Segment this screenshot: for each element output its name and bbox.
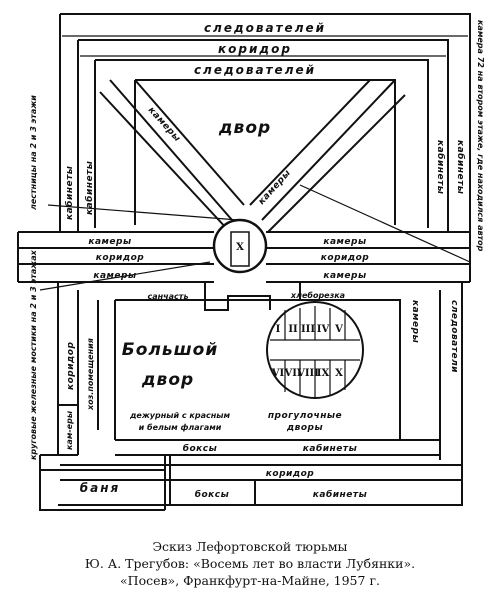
- yard-number: IV: [317, 324, 330, 335]
- label-big-yard-line1: Большой: [122, 340, 218, 360]
- yard-number: II: [288, 324, 298, 335]
- label-center-x: X: [236, 242, 244, 253]
- label-walking-yards-line1: прогулочные: [268, 411, 342, 421]
- leader-stairs: [47, 204, 239, 221]
- label-cells-diagonal-right: камеры: [257, 168, 293, 207]
- outer-wall-top: [59, 13, 471, 232]
- label-top-investigators-1: следователей: [204, 21, 326, 35]
- walking-yard-numbers-bottom: VI VII VIII IX X: [271, 368, 343, 379]
- label-cells-right-top: камеры: [323, 237, 366, 247]
- horizontal-wing-left: [18, 231, 214, 283]
- yard-number: VI: [271, 368, 285, 379]
- label-top-investigators-2: следователей: [194, 63, 316, 77]
- label-boxes-top: боксы: [183, 443, 218, 454]
- label-investigators-right-vertical: следователи: [449, 300, 459, 373]
- label-utility-rooms: хоз.помещения: [86, 338, 95, 411]
- label-cells-small-vertical: кам-еры: [65, 410, 74, 450]
- lower-corridor: [60, 439, 462, 505]
- label-corridor-lower-left: коридор: [66, 342, 76, 390]
- center-core: [230, 231, 250, 267]
- diagonal-wing-right: [249, 79, 406, 233]
- service-rooms: [204, 282, 301, 311]
- yard-number: I: [276, 324, 281, 335]
- label-guard-line2: и белым флагами: [139, 422, 222, 432]
- label-cabinets-left-outer: кабинеты: [64, 166, 75, 220]
- label-cells-diagonal-left: камеры: [146, 105, 182, 144]
- caption-publisher: «Посев», Франкфурт-на-Майне, 1957 г.: [120, 573, 380, 588]
- inner-wall-top-2: [94, 59, 429, 228]
- caption-title: Эскиз Лефортовской тюрьмы: [152, 539, 348, 554]
- label-cabinets-left-inner: кабинеты: [84, 161, 95, 215]
- note-iron-bridges: круговые железные мостики на 2 и 3 этажа…: [29, 249, 38, 460]
- label-yard: двор: [218, 118, 271, 138]
- wing-ends: [17, 232, 471, 282]
- leader-bridges: [39, 261, 211, 291]
- label-cells-right-vertical: камеры: [410, 300, 420, 343]
- label-corridor-right-mid: коридор: [321, 253, 369, 263]
- yard-number: VIII: [296, 368, 319, 379]
- lower-outer-wall: [57, 282, 463, 506]
- horizontal-wing-right: [266, 231, 470, 283]
- yard-number: V: [334, 324, 343, 335]
- label-guard-line1: дежурный с красным: [129, 411, 231, 420]
- label-cells-right-bottom: камеры: [323, 271, 366, 281]
- big-yard-wall: [114, 299, 401, 440]
- label-cabinets-right-outer: кабинеты: [435, 140, 446, 194]
- note-stairs: лестницы на 2 и 3 этажи: [29, 95, 38, 210]
- label-top-corridor: коридор: [218, 42, 292, 56]
- caption-source: Ю. А. Трегубов: «Восемь лет во власти Лу…: [84, 556, 416, 571]
- label-bread-cutting: хлеборезка: [290, 290, 345, 300]
- label-cabinets-lower: кабинеты: [303, 443, 357, 454]
- label-walking-yards-line2: дворы: [286, 423, 323, 433]
- walking-yards-grid: [270, 306, 360, 398]
- yard-number: X: [335, 368, 343, 379]
- label-cabinets-right-inner: кабинеты: [455, 140, 466, 194]
- lower-inner-wall: [77, 290, 441, 460]
- label-corridor-left-mid: коридор: [96, 253, 144, 263]
- diagonal-wing-left: [99, 79, 245, 231]
- leader-cam72: [299, 184, 471, 263]
- inner-wall-top-1: [77, 39, 449, 232]
- label-cells-left-bottom: камеры: [93, 271, 136, 281]
- label-boxes-bottom: боксы: [195, 489, 230, 500]
- label-big-yard-line2: двор: [141, 370, 194, 390]
- label-bathhouse: баня: [80, 481, 120, 495]
- bath-block: [39, 454, 166, 511]
- label-medical-unit: санчасть: [148, 292, 189, 301]
- yard-number: VII: [283, 368, 301, 379]
- label-corridor-bottom: коридор: [266, 469, 314, 479]
- label-cabinets-bottom: кабинеты: [313, 489, 367, 500]
- yard-number: III: [301, 324, 315, 335]
- yard-number: IX: [317, 368, 330, 379]
- walking-yard-numbers-top: I II III IV V: [276, 324, 343, 335]
- note-cell-72: камера 72 на втором этаже, где находился…: [476, 20, 485, 252]
- corridor-line: [62, 35, 468, 57]
- label-cells-left-top: камеры: [88, 237, 131, 247]
- small-cam-block: [58, 404, 78, 456]
